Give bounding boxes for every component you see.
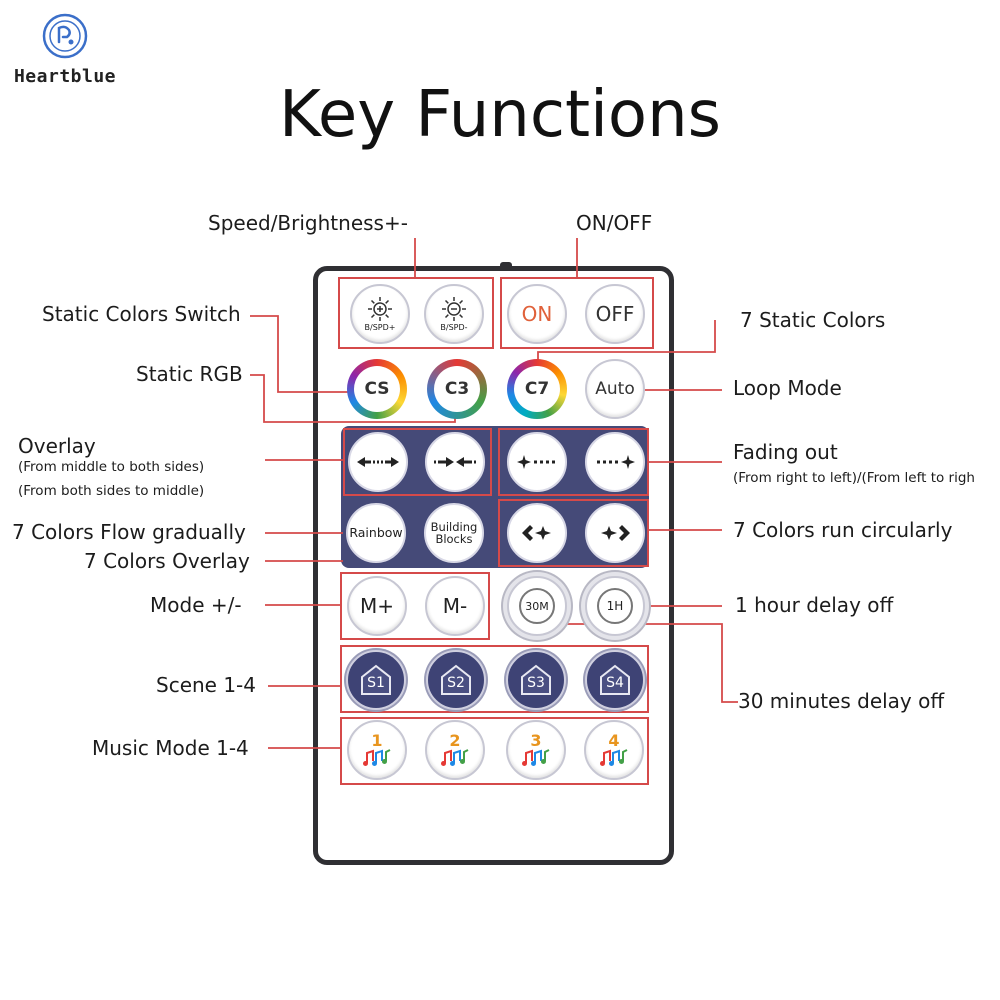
label-music-mode: Music Mode 1-4 [92,736,249,760]
music-notes-icon [441,749,469,766]
scene-2-button[interactable]: S2 [426,650,486,710]
c7-label: C7 [514,366,560,412]
label-static-colors-switch: Static Colors Switch [42,302,241,326]
music-notes-icon [600,749,628,766]
fading-out-box [498,428,649,496]
music-mode-4-button[interactable]: 4 [584,720,644,780]
scene-1-button[interactable]: S1 [346,650,406,710]
fading-out-left-right-button[interactable] [585,432,645,492]
fade-star-left-icon [517,455,555,469]
house-icon [441,664,471,695]
scene-box [340,645,649,713]
house-icon [600,664,630,695]
label-1-hour-delay: 1 hour delay off [735,593,894,617]
overlay-box [343,428,492,496]
bluebird-circle-icon [42,13,88,59]
music-3-label: 3 [530,731,542,750]
brightness-speed-plus-button[interactable]: B/SPD+ [350,284,410,344]
label-30-min-delay: 30 minutes delay off [738,689,945,713]
mode-box [340,572,490,640]
thirty-m-label: 30M [519,588,555,624]
delay-1-hour-button[interactable]: 1H [585,576,645,636]
scene-2-label: S2 [447,675,465,691]
seven-static-colors-button[interactable]: C7 [507,359,567,419]
c3-label: C3 [434,366,480,412]
overlay-sides-in-button[interactable] [425,432,485,492]
brand-logo: Heartblue [10,12,120,87]
run-circularly-box [498,499,649,567]
bspd-plus-label: B/SPD+ [364,323,396,332]
music-4-label: 4 [608,731,620,750]
fading-out-right-left-button[interactable] [507,432,567,492]
page-title: Key Functions [279,78,721,152]
scene-3-button[interactable]: S3 [506,650,566,710]
sun-plus-icon [368,297,392,321]
music-mode-2-button[interactable]: 2 [425,720,485,780]
label-loop-mode: Loop Mode [733,376,842,400]
on-button[interactable]: ON [507,284,567,344]
brightness-speed-minus-button[interactable]: B/SPD- [424,284,484,344]
one-h-label: 1H [597,588,633,624]
label-7-static-colors: 7 Static Colors [740,308,886,332]
music-mode-1-button[interactable]: 1 [347,720,407,780]
label-scene: Scene 1-4 [156,673,256,697]
scene-1-label: S1 [367,675,385,691]
label-speed-brightness: Speed/Brightness+- [208,211,408,235]
mode-minus-button[interactable]: M- [425,576,485,636]
music-notes-icon [363,749,391,766]
delay-30-minutes-button[interactable]: 30M [507,576,567,636]
music-mode-3-button[interactable]: 3 [506,720,566,780]
bspd-minus-label: B/SPD- [440,323,468,332]
remote-top-nub [500,262,512,268]
building-blocks-button[interactable]: Building Blocks [424,503,484,563]
music-notes-icon [522,749,550,766]
music-2-label: 2 [449,731,461,750]
label-overlay-sub2: (From both sides to middle) [18,483,205,499]
run-circularly-right-button[interactable] [585,503,645,563]
house-icon [521,664,551,695]
arrows-inward-icon [434,457,476,467]
label-mode: Mode +/- [150,593,242,617]
label-fading-out-sub: (From right to left)/(From left to righ [733,470,975,486]
cs-label: CS [354,366,400,412]
on-off-box [500,277,654,349]
scene-3-label: S3 [527,675,545,691]
label-fading-out: Fading out [733,440,838,464]
chevron-star-right-icon [601,525,630,541]
label-static-rgb: Static RGB [136,362,243,386]
arrows-outward-icon [357,457,399,467]
label-7-colors-flow: 7 Colors Flow gradually [12,520,246,544]
label-7-colors-overlay: 7 Colors Overlay [84,549,250,573]
overlay-middle-out-button[interactable] [348,432,408,492]
label-on-off: ON/OFF [576,211,653,235]
label-overlay-sub1: (From middle to both sides) [18,459,205,475]
speed-brightness-box [338,277,494,349]
mode-plus-button[interactable]: M+ [347,576,407,636]
static-rgb-button[interactable]: C3 [427,359,487,419]
chevron-star-left-icon [522,525,551,541]
house-icon [361,664,391,695]
fade-star-right-icon [597,455,635,469]
rainbow-button[interactable]: Rainbow [346,503,406,563]
off-button[interactable]: OFF [585,284,645,344]
run-circularly-left-button[interactable] [507,503,567,563]
music-1-label: 1 [371,731,383,750]
scene-4-label: S4 [606,675,624,691]
label-7-colors-run: 7 Colors run circularly [733,518,953,542]
brand-name: Heartblue [13,66,117,87]
static-colors-switch-button[interactable]: CS [347,359,407,419]
auto-loop-button[interactable]: Auto [585,359,645,419]
label-overlay: Overlay [18,434,96,458]
music-box [340,717,649,785]
sun-minus-icon [442,297,466,321]
scene-4-button[interactable]: S4 [585,650,645,710]
